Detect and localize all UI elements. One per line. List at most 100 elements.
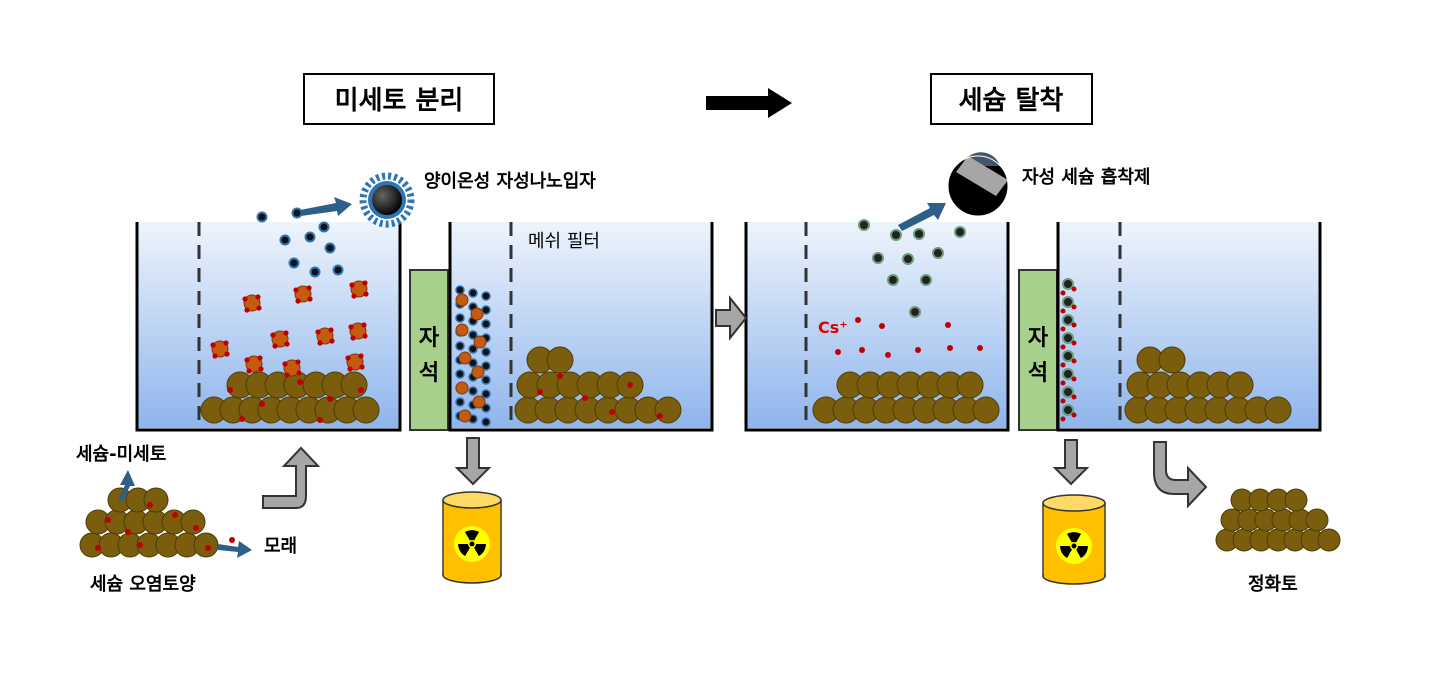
cesium-dot <box>224 351 230 357</box>
captured-adsorbent <box>1062 386 1074 398</box>
captured-nanoparticle <box>468 288 478 298</box>
cesium-fine-soil <box>294 285 312 303</box>
stage-transfer-arrow <box>715 295 748 341</box>
soil-grain <box>1264 396 1292 424</box>
cesium-dot <box>1071 376 1077 382</box>
nanoparticle <box>318 221 330 233</box>
cesium-dot <box>1060 290 1066 296</box>
captured-adsorbent <box>1062 404 1074 416</box>
cesium-dot <box>1071 340 1077 346</box>
soil-layer <box>79 346 1341 558</box>
cesium-dot <box>361 322 367 328</box>
captured-nanoparticle <box>481 319 491 329</box>
nanoparticle <box>288 257 300 269</box>
cesium-dot <box>1060 344 1066 350</box>
cesium-dot <box>1060 308 1066 314</box>
contaminated-soil-grain <box>143 487 169 513</box>
captured-nanoparticle <box>468 330 478 340</box>
magnet-1-char-1: 자 <box>419 326 440 351</box>
clean-soil-grain <box>1317 528 1341 552</box>
cesium-dot <box>137 542 143 548</box>
return-up-arrow <box>262 446 321 509</box>
radioactive-drum-1 <box>442 491 502 584</box>
adsorbent-label: 자성 세슘 흡착제 <box>1022 166 1150 188</box>
cesium-fine-soil <box>346 353 364 371</box>
cesium-ion <box>947 345 953 351</box>
cesium-dot <box>350 335 356 341</box>
blue-arrows <box>118 197 946 558</box>
soil-grain <box>972 396 1000 424</box>
cesium-dot <box>307 296 313 302</box>
soil-grain <box>956 371 984 399</box>
cesium-dot <box>317 417 323 423</box>
cesium-dot <box>1060 326 1066 332</box>
magnetic-cesium-adsorbent-icon <box>947 152 1009 217</box>
cesium-dot <box>270 332 276 338</box>
cesium-fine-soil <box>211 340 229 358</box>
cesium-dot <box>283 330 289 336</box>
cesium-dot <box>315 329 321 335</box>
cesium-ion <box>879 323 885 329</box>
cesium-ion <box>945 322 951 328</box>
cesium-fine-soil <box>271 330 289 348</box>
captured-nanoparticle <box>455 313 465 323</box>
cesium-dot <box>1060 380 1066 386</box>
captured-fine-soil <box>473 335 487 349</box>
gray-arrows <box>262 295 1208 509</box>
cesium-dot <box>317 340 323 346</box>
cesium-dot <box>296 370 302 376</box>
adsorbent-bead <box>890 229 902 241</box>
cesium-dot <box>306 285 312 291</box>
cesium-dot <box>1071 286 1077 292</box>
sand-label: 모래 <box>264 536 297 557</box>
adsorbent-bead <box>920 274 932 286</box>
captured-adsorbent <box>1062 368 1074 380</box>
captured-adsorbent <box>1062 332 1074 344</box>
captured-adsorbent <box>1062 278 1074 290</box>
captured-fine-soil <box>455 293 469 307</box>
stage1-title: 미세토 분리 <box>335 86 464 116</box>
stage2-title: 세슘 탈착 <box>959 86 1064 116</box>
cesium-dot <box>362 333 368 339</box>
magnet-2-char-1: 자 <box>1028 326 1049 351</box>
cesium-ion <box>859 347 865 353</box>
adsorbent-bead <box>954 226 966 238</box>
cesium-ion <box>885 352 891 358</box>
adsorbent-direction-arrow <box>898 203 946 231</box>
clean-soil-label: 정화토 <box>1248 574 1298 595</box>
mesh-filters <box>197 222 1122 428</box>
captured-fine-soil <box>455 381 469 395</box>
tank-3-wall <box>744 222 1010 432</box>
fine-soil-arrow <box>118 470 135 501</box>
cesium-dot <box>295 298 301 304</box>
cesium-fine-soil <box>245 355 263 373</box>
adsorbent-bead <box>909 306 921 318</box>
cesium-dot <box>255 294 261 300</box>
cesium-dot <box>359 364 365 370</box>
cesium-fine-soil <box>243 294 261 312</box>
soil-grain <box>546 346 574 374</box>
captured-nanoparticle <box>468 386 478 396</box>
cesium-dot <box>256 305 262 311</box>
captured-nanoparticle <box>481 417 491 427</box>
captured-fine-soil <box>470 307 484 321</box>
nanoparticle <box>291 207 303 219</box>
captured-nanoparticle <box>481 347 491 357</box>
captured-nanoparticle <box>468 344 478 354</box>
cesium-dot <box>362 280 368 286</box>
cesium-ion <box>855 317 861 323</box>
captured-fine-soil <box>458 351 472 365</box>
cs-ion-label: Cs⁺ <box>818 318 848 337</box>
stage2-title-box <box>930 73 1093 125</box>
cesium-ion <box>977 345 983 351</box>
cesium-dot <box>347 366 353 372</box>
cesium-dot <box>282 361 288 367</box>
captured-nanoparticle <box>481 361 491 371</box>
radiation-icon <box>1056 528 1092 564</box>
magnet-2-char-2: 석 <box>1028 361 1048 386</box>
stage1-title-box <box>303 73 495 125</box>
magnet-1 <box>409 269 449 431</box>
soil-grain <box>352 396 380 424</box>
captured-nanoparticle <box>481 389 491 399</box>
cesium-dot <box>147 502 153 508</box>
